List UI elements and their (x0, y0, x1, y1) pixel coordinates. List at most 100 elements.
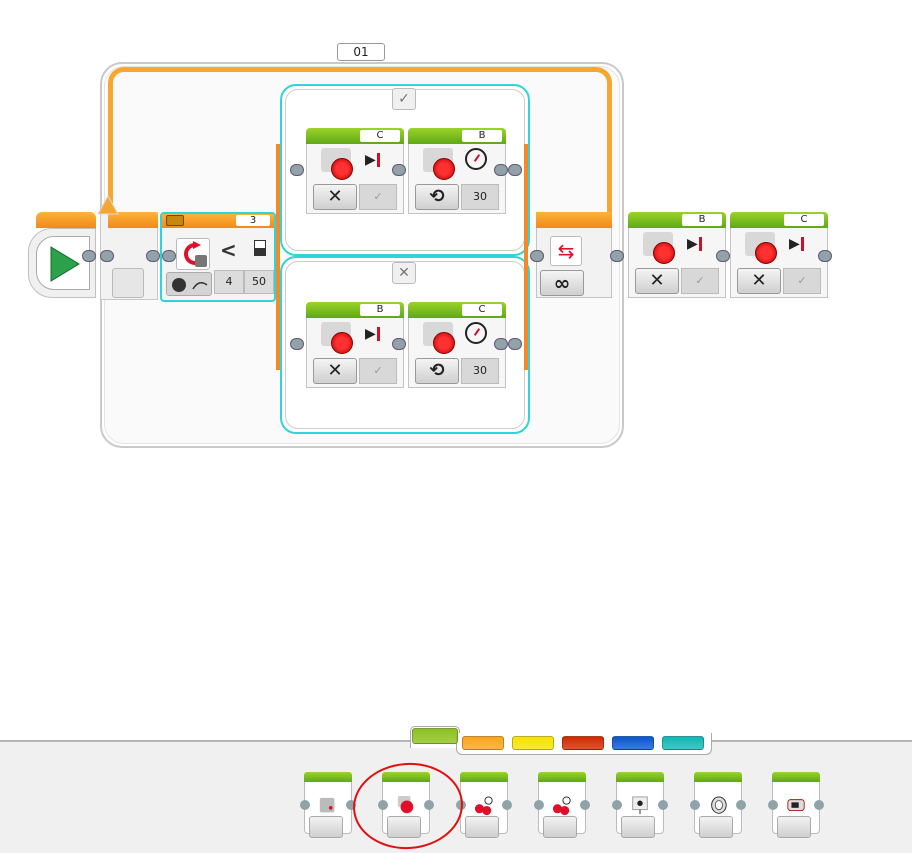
block-body (460, 782, 508, 838)
stop-icon: ▶ (365, 152, 380, 168)
large-motor-block[interactable]: B ▶ ✕ ✓ (306, 302, 404, 390)
large-motor-block[interactable]: C ▶ ✕ ✓ (306, 128, 404, 216)
large-motor-icon (423, 322, 459, 354)
sequence-plug-icon (690, 800, 700, 810)
sequence-plug-icon (530, 250, 544, 262)
loop-arrows-icon: ⇆ (550, 236, 582, 266)
palette-block-medium-motor[interactable] (300, 772, 356, 838)
palette-block-move-tank[interactable] (534, 772, 590, 838)
block-header: C (730, 212, 828, 228)
sequence-plug-icon (736, 800, 746, 810)
sequence-plug-icon (494, 164, 508, 176)
speaker-icon (711, 796, 727, 814)
sequence-plug-icon (534, 800, 544, 810)
brake-param[interactable]: ✓ (359, 358, 397, 384)
sequence-plug-icon (494, 338, 508, 350)
sequence-plug-icon (290, 164, 304, 176)
block-header (616, 772, 664, 782)
comparison-operator[interactable]: < (220, 238, 237, 262)
motor-port[interactable]: B (360, 304, 400, 316)
switch-mode-selector[interactable] (166, 272, 212, 296)
medium-motor-icon (319, 797, 335, 813)
start-block[interactable] (28, 212, 96, 300)
block-body (382, 782, 430, 838)
switch-port-value[interactable]: 4 (214, 270, 244, 294)
motor-mode-selector[interactable]: ✕ (635, 268, 679, 294)
mode-selector (465, 816, 499, 838)
large-motor-icon (745, 232, 781, 264)
block-body: ▶ ✕ ✓ (628, 228, 726, 298)
case-true-tab[interactable]: ✓ (392, 88, 416, 110)
palette-tab-my-blocks[interactable] (662, 736, 704, 750)
sequence-plug-icon (508, 338, 522, 350)
motor-rotation-sensor-icon (184, 241, 207, 267)
motor-port[interactable]: C (360, 130, 400, 142)
large-motor-block[interactable]: B ▶ ✕ ✓ (628, 212, 726, 300)
rotation-compare-icon (172, 278, 208, 292)
brake-param[interactable]: ✓ (681, 268, 719, 294)
palette-block-large-motor[interactable] (378, 772, 434, 838)
motor-port[interactable]: B (462, 130, 502, 142)
loop-mode-selector[interactable]: ∞ (540, 270, 584, 296)
large-motor-block[interactable]: C ⟲ 30 (408, 302, 506, 390)
mode-selector (309, 816, 343, 838)
sequence-plug-icon (100, 250, 114, 262)
block-header (538, 772, 586, 782)
switch-port-number[interactable]: 3 (236, 215, 270, 226)
motor-mode-selector[interactable]: ⟲ (415, 184, 459, 210)
sequence-plug-icon (814, 800, 824, 810)
loop-name-label[interactable]: 01 (337, 43, 385, 61)
block-header (694, 772, 742, 782)
stop-icon: ▶ (789, 236, 804, 252)
power-param[interactable]: 30 (461, 184, 499, 210)
large-motor-icon (321, 322, 357, 354)
palette-tab-flow-control[interactable] (462, 736, 504, 750)
mode-selector (543, 816, 577, 838)
palette-tab-advanced[interactable] (612, 736, 654, 750)
sequence-plug-icon (300, 800, 310, 810)
palette-block-sound[interactable] (690, 772, 746, 838)
large-motor-icon (643, 232, 679, 264)
palette-block-move-steering[interactable] (456, 772, 512, 838)
large-motor-block[interactable]: B ⟲ 30 (408, 128, 506, 216)
brake-param[interactable]: ✓ (783, 268, 821, 294)
sequence-plug-icon (502, 800, 512, 810)
start-button[interactable] (36, 236, 90, 290)
start-block-header (36, 212, 96, 228)
large-motor-block[interactable]: C ▶ ✕ ✓ (730, 212, 828, 300)
palette-block-brick-status-light[interactable] (768, 772, 824, 838)
block-header: C (408, 302, 506, 318)
case-false-tab[interactable]: ✕ (392, 262, 416, 284)
motor-port[interactable]: C (784, 214, 824, 226)
block-header: B (306, 302, 404, 318)
tabbed-view-icon[interactable] (166, 215, 184, 226)
switch-sensor-selector[interactable] (176, 238, 210, 270)
motor-mode-selector[interactable]: ✕ (737, 268, 781, 294)
motor-mode-selector[interactable]: ✕ (313, 358, 357, 384)
block-header (772, 772, 820, 782)
gauge-icon (465, 322, 487, 344)
large-motor-icon (423, 148, 459, 180)
switch-threshold-value[interactable]: 50 (244, 270, 274, 294)
palette-tab-sensor[interactable] (512, 736, 554, 750)
sequence-plug-icon[interactable] (818, 250, 832, 262)
sequence-plug-icon (378, 800, 388, 810)
sequence-plug-icon (768, 800, 778, 810)
power-param[interactable]: 30 (461, 358, 499, 384)
play-icon (50, 246, 80, 282)
brake-param[interactable]: ✓ (359, 184, 397, 210)
palette-tab-action[interactable] (412, 728, 458, 744)
motor-mode-selector[interactable]: ✕ (313, 184, 357, 210)
tank-sliders-icon (552, 796, 571, 816)
palette-tab-data-operations[interactable] (562, 736, 604, 750)
motor-mode-selector[interactable]: ⟲ (415, 358, 459, 384)
motor-port[interactable]: C (462, 304, 502, 316)
block-body (616, 782, 664, 838)
loop-data-tab[interactable] (112, 268, 144, 298)
large-motor-icon (321, 148, 357, 180)
block-header (382, 772, 430, 782)
motor-port[interactable]: B (682, 214, 722, 226)
sequence-plug-icon (508, 164, 522, 176)
palette-block-display[interactable] (612, 772, 668, 838)
block-header (304, 772, 352, 782)
